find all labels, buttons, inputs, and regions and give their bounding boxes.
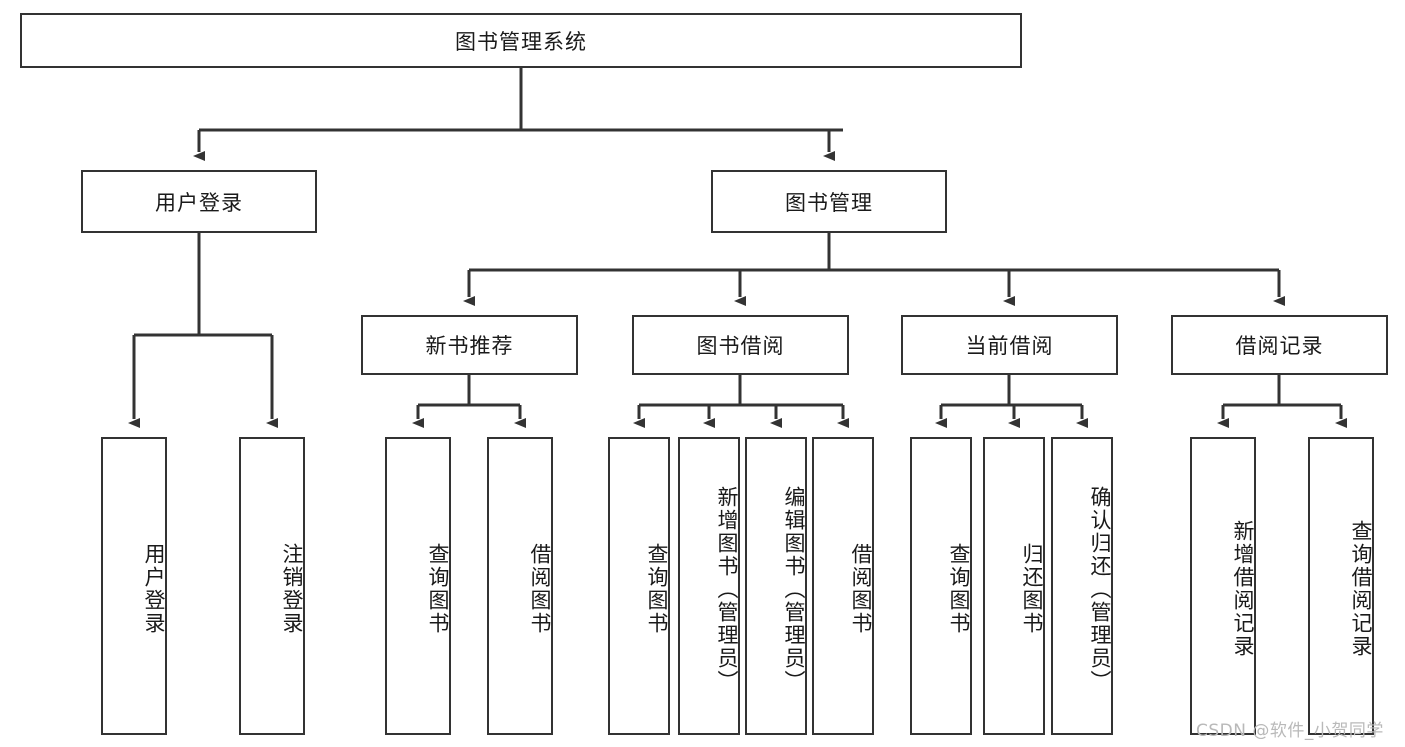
node-leaf-current-query-book-label: 查询图书 [947, 543, 971, 635]
node-leaf-records-query-record-label: 查询借阅记录 [1349, 520, 1373, 658]
node-leaf-user-logout[interactable]: 注销登录 [239, 437, 305, 735]
node-book-borrow-label: 图书借阅 [696, 334, 785, 358]
node-book-management-label: 图书管理 [785, 190, 873, 215]
node-leaf-borrow-borrow-book[interactable]: 借阅图书 [812, 437, 874, 735]
node-leaf-current-query-book[interactable]: 查询图书 [910, 437, 972, 735]
node-leaf-user-login[interactable]: 用户登录 [101, 437, 167, 735]
node-current-borrow[interactable]: 当前借阅 [901, 315, 1118, 375]
csdn-watermark: CSDN @软件_小贺同学 [1196, 721, 1384, 741]
node-leaf-user-login-label: 用户登录 [142, 543, 166, 635]
node-leaf-borrow-borrow-book-label: 借阅图书 [849, 543, 873, 635]
node-leaf-borrow-edit-book-admin[interactable]: 编辑图书（管理员） [745, 437, 807, 735]
node-leaf-current-confirm-return-admin-label: 确认归还（管理员） [1088, 485, 1112, 693]
node-current-borrow-label: 当前借阅 [965, 334, 1054, 358]
node-borrow-records-label: 借阅记录 [1235, 334, 1324, 358]
node-leaf-user-logout-label: 注销登录 [280, 543, 304, 635]
node-borrow-records[interactable]: 借阅记录 [1171, 315, 1388, 375]
node-leaf-recommend-query-book-label: 查询图书 [426, 543, 450, 635]
node-user-login[interactable]: 用户登录 [81, 170, 317, 233]
node-new-book-recommend[interactable]: 新书推荐 [361, 315, 578, 375]
node-leaf-borrow-edit-book-admin-label: 编辑图书（管理员） [782, 485, 806, 693]
node-leaf-current-return-book-label: 归还图书 [1020, 543, 1044, 635]
node-leaf-recommend-query-book[interactable]: 查询图书 [385, 437, 451, 735]
node-leaf-borrow-query-book-label: 查询图书 [645, 543, 669, 635]
node-leaf-current-confirm-return-admin[interactable]: 确认归还（管理员） [1051, 437, 1113, 735]
node-leaf-current-return-book[interactable]: 归还图书 [983, 437, 1045, 735]
node-leaf-borrow-add-book-admin-label: 新增图书（管理员） [715, 485, 739, 693]
node-leaf-records-query-record[interactable]: 查询借阅记录 [1308, 437, 1374, 735]
node-leaf-recommend-borrow-book[interactable]: 借阅图书 [487, 437, 553, 735]
node-root-label: 图书管理系统 [455, 29, 587, 54]
node-book-management[interactable]: 图书管理 [711, 170, 947, 233]
node-leaf-records-add-record-label: 新增借阅记录 [1231, 520, 1255, 658]
node-user-login-label: 用户登录 [155, 190, 243, 215]
node-root[interactable]: 图书管理系统 [20, 13, 1022, 68]
node-new-book-recommend-label: 新书推荐 [425, 334, 514, 358]
node-book-borrow[interactable]: 图书借阅 [632, 315, 849, 375]
node-leaf-borrow-query-book[interactable]: 查询图书 [608, 437, 670, 735]
node-leaf-recommend-borrow-book-label: 借阅图书 [528, 543, 552, 635]
node-leaf-borrow-add-book-admin[interactable]: 新增图书（管理员） [678, 437, 740, 735]
node-leaf-records-add-record[interactable]: 新增借阅记录 [1190, 437, 1256, 735]
